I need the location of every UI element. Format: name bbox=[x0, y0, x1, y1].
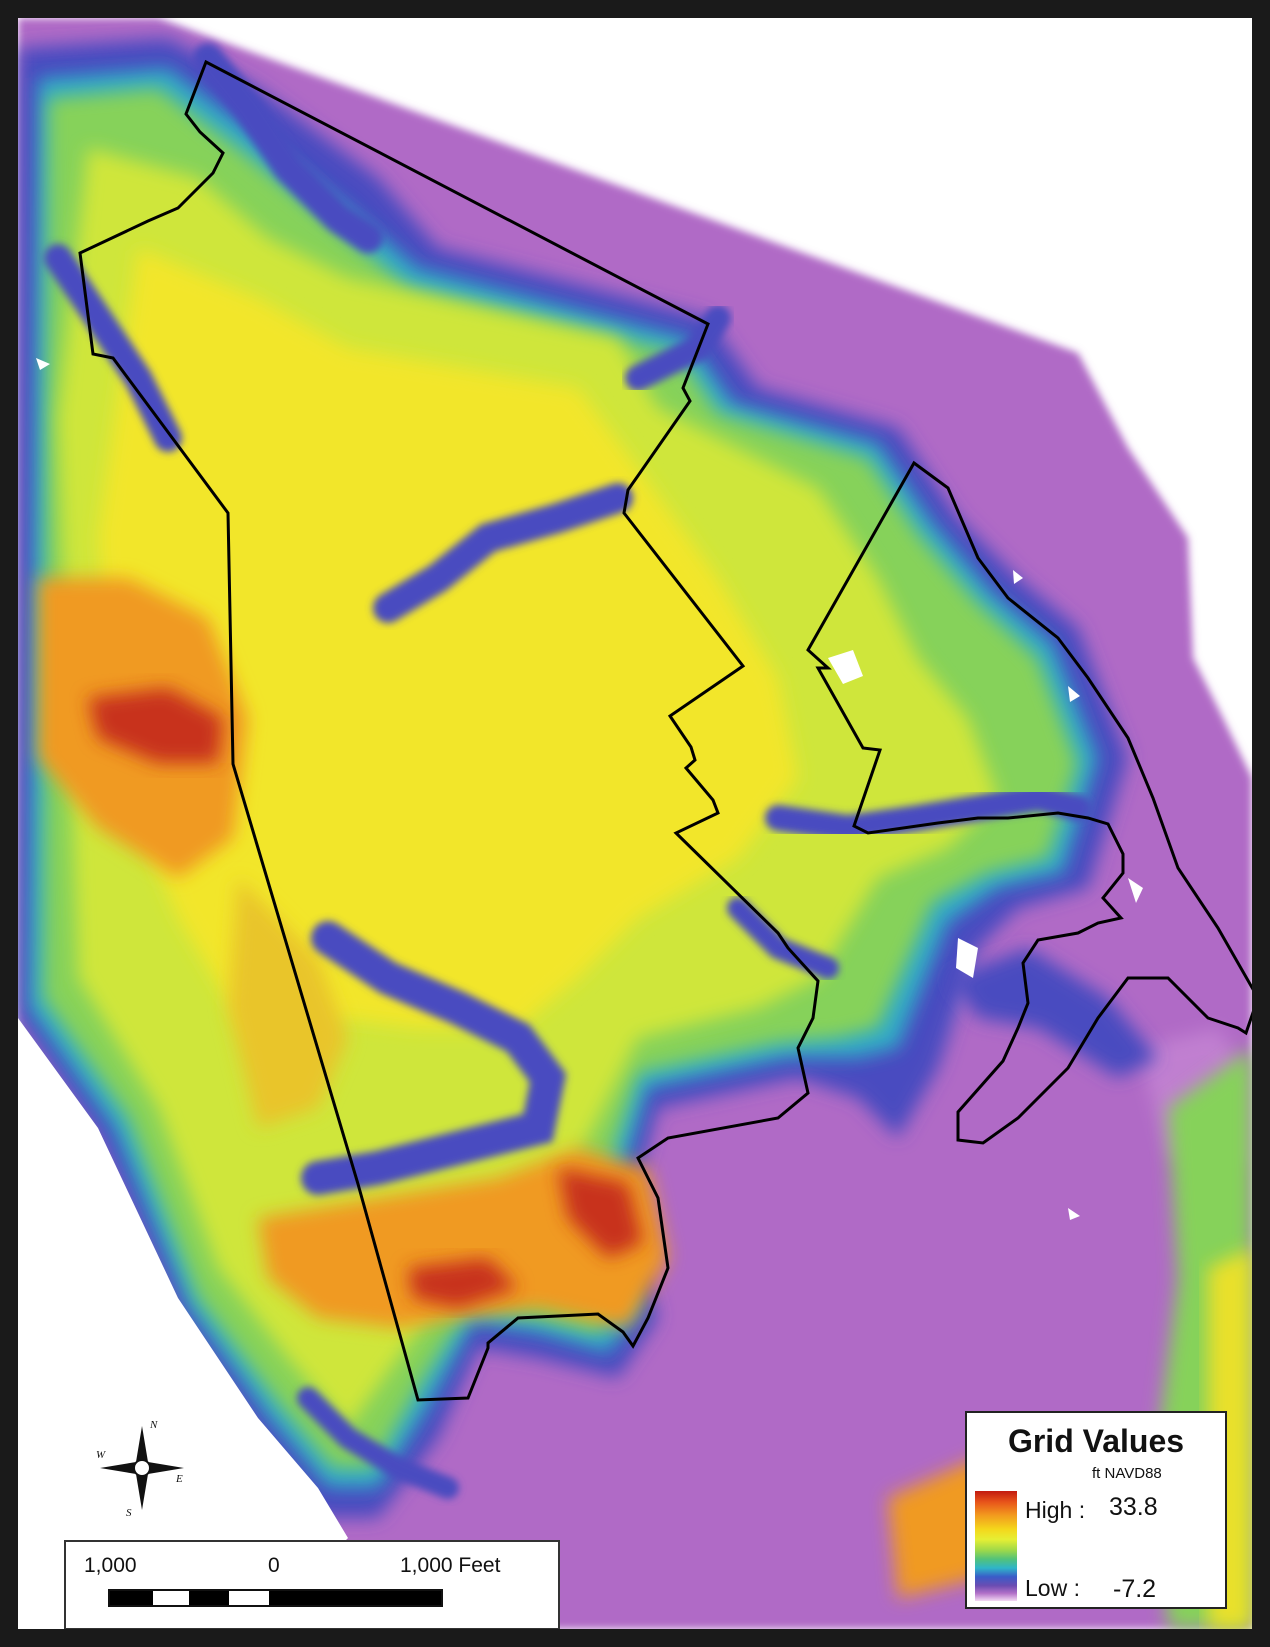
no-data-speck bbox=[1128, 878, 1143, 903]
legend-low-value: -7.2 bbox=[1113, 1575, 1157, 1603]
compass-needle bbox=[142, 1462, 184, 1474]
scale-segment bbox=[229, 1591, 269, 1605]
drainage-channel bbox=[765, 784, 1091, 842]
no-data-speck bbox=[1013, 570, 1023, 584]
scale-bar-graphic bbox=[108, 1589, 443, 1607]
compass-west-label: W bbox=[96, 1449, 106, 1461]
no-data-speck bbox=[956, 938, 978, 978]
scale-bar: 1,000 0 1,000 Feet bbox=[64, 1540, 560, 1629]
scale-segment bbox=[110, 1591, 154, 1605]
no-data-speck bbox=[828, 650, 863, 684]
legend-unit: ft NAVD88 bbox=[1092, 1465, 1162, 1482]
yellow-plateau bbox=[98, 248, 798, 1078]
scale-right-label: 1,000 Feet bbox=[400, 1554, 501, 1577]
compass-east-label: E bbox=[175, 1473, 183, 1485]
compass-center bbox=[133, 1459, 151, 1477]
legend-color-ramp bbox=[975, 1491, 1017, 1601]
legend-low-label: Low : bbox=[1025, 1575, 1080, 1601]
drainage-channel bbox=[727, 897, 839, 979]
drainage-channel bbox=[193, 43, 383, 253]
no-data-speck bbox=[1068, 1208, 1080, 1220]
drainage-channel bbox=[297, 1387, 459, 1499]
scale-segment bbox=[189, 1591, 230, 1605]
compass-needle bbox=[136, 1468, 148, 1510]
red-peak bbox=[558, 1168, 643, 1258]
blue-transition-band bbox=[948, 948, 1158, 1078]
scale-left-label: 1,000 bbox=[84, 1554, 137, 1577]
no-data-speck bbox=[1068, 686, 1080, 702]
elevation-map bbox=[18, 18, 1252, 1629]
legend-high-value: 33.8 bbox=[1109, 1493, 1158, 1521]
compass-needle bbox=[100, 1462, 142, 1474]
scale-center-label: 0 bbox=[268, 1554, 280, 1577]
no-data-speck bbox=[36, 358, 50, 370]
drainage-channel bbox=[373, 483, 633, 623]
scale-segment bbox=[268, 1591, 441, 1605]
orange-highland bbox=[228, 878, 348, 1128]
compass-south-label: S bbox=[126, 1507, 132, 1518]
drainage-channel bbox=[44, 244, 182, 452]
compass-rose-icon: N S E W bbox=[96, 1419, 184, 1518]
red-peak bbox=[408, 1258, 518, 1308]
legend: Grid Values ft NAVD88 High : 33.8 Low : … bbox=[965, 1411, 1227, 1609]
legend-title: Grid Values bbox=[1007, 1423, 1185, 1459]
drainage-channel bbox=[301, 921, 567, 1195]
scale-segment bbox=[153, 1591, 190, 1605]
compass-north-label: N bbox=[149, 1419, 158, 1431]
no-data-area bbox=[18, 1018, 348, 1629]
red-peak bbox=[88, 688, 223, 763]
legend-high-label: High : bbox=[1025, 1497, 1086, 1523]
project-boundary bbox=[806, 460, 1252, 1145]
project-boundary bbox=[78, 59, 820, 1402]
compass-needle bbox=[136, 1426, 148, 1468]
